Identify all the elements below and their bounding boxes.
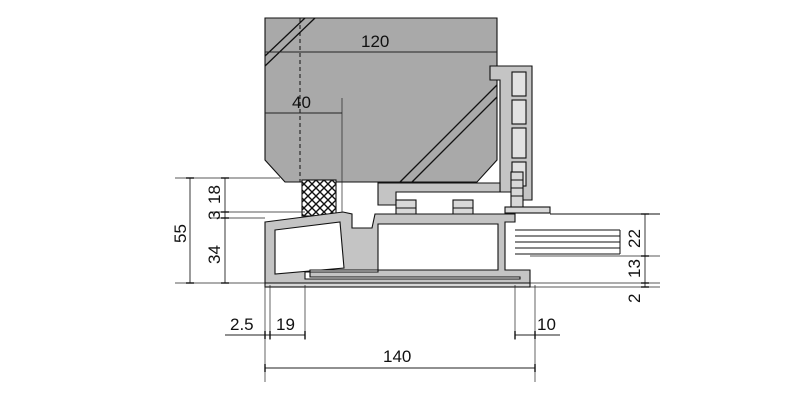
dim-140-label: 140 [383,347,411,366]
dim-13-label: 13 [625,259,644,278]
dim-3-label: 3 [205,211,224,220]
bottom-dim-ticks [264,331,536,372]
frame-profile [377,65,533,206]
dim-120-label: 120 [361,32,389,51]
dim-2-5-label: 2.5 [230,315,254,334]
door-leaf-section [264,17,498,183]
left-dim-ticks [186,177,229,284]
dim-34-label: 34 [205,245,224,264]
dim-10-label: 10 [537,315,556,334]
dim-18-label: 18 [205,185,224,204]
right-dim-ticks [641,213,649,288]
dim-22-label: 22 [625,229,644,248]
door-leaf-hatching [264,17,498,183]
dim-19-label: 19 [276,315,295,334]
seal-gasket [301,179,337,217]
dim-55-label: 55 [171,224,190,243]
screw-fixing [504,171,551,214]
dim-2-label: 2 [625,294,644,303]
dim-40-label: 40 [292,93,311,112]
